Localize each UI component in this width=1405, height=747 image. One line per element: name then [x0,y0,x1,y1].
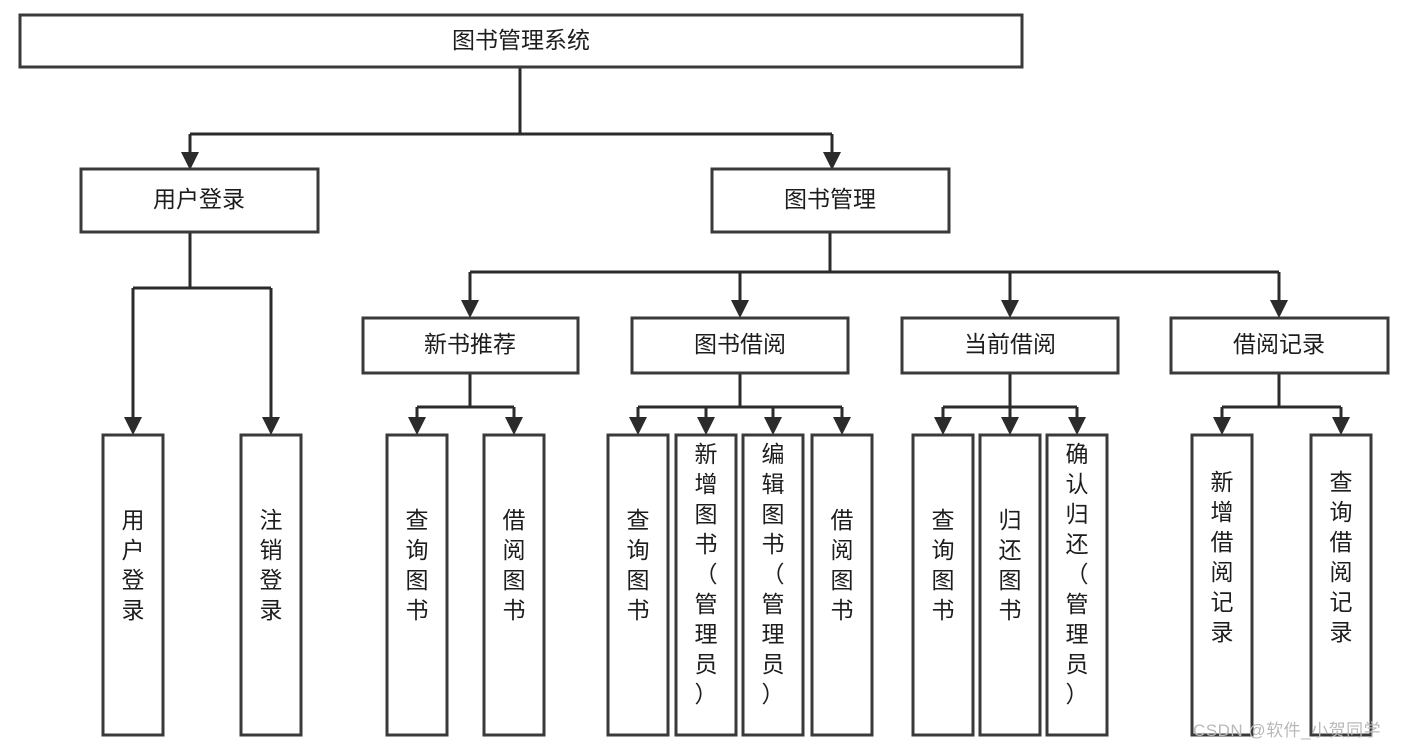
leaf-current-borrow-confirm-box[interactable] [1045,433,1109,737]
leaf-book-borrow-query[interactable]: 查询图书 [606,433,670,737]
leaf-current-borrow-query-label: 查询图书 [932,507,955,623]
leaf-book-borrow-edit-label: 编辑图书（管理员） [762,441,785,707]
node-borrow-record-box[interactable] [1169,316,1390,375]
node-book-borrow[interactable]: 图书借阅 [630,316,850,375]
node-user-login-label: 用户登录 [153,186,245,212]
leaf-new-book-query-box[interactable] [385,433,449,737]
leaf-user-login-logout-label: 注销登录 [260,507,283,623]
node-book-borrow-box[interactable] [630,316,850,375]
node-new-book-recommend-label: 新书推荐 [424,331,516,357]
leaf-user-login-logout[interactable]: 注销登录 [239,433,303,737]
node-new-book-recommend[interactable]: 新书推荐 [361,316,580,375]
connector-root-to-level2 [181,67,841,170]
leaf-book-borrow-add-label: 新增图书（管理员） [695,441,718,707]
leaf-new-book-query-label: 查询图书 [406,507,429,623]
leaf-book-borrow-add-box[interactable] [674,433,738,737]
arrow-to-book-manage [823,152,841,170]
node-current-borrow-label: 当前借阅 [964,331,1056,357]
leaf-borrow-record-add[interactable]: 新增借阅记录 [1190,433,1254,737]
leaf-current-borrow-confirm-label: 确认归还（管理员） [1066,441,1089,707]
leaf-new-book-borrow-label: 借阅图书 [503,507,526,623]
connector-new-book-to-leaves [408,373,523,435]
leaf-book-borrow-edit[interactable]: 编辑图书（管理员） [741,433,805,737]
leaf-book-borrow-borrow-box[interactable] [810,433,874,737]
leaf-user-login-login-label: 用户登录 [122,507,145,623]
leaf-current-borrow-return-box[interactable] [978,433,1042,737]
node-borrow-record[interactable]: 借阅记录 [1169,316,1390,375]
leaf-book-borrow-query-label: 查询图书 [627,507,650,623]
node-borrow-record-label: 借阅记录 [1233,331,1325,357]
leaf-new-book-borrow-box[interactable] [482,433,546,737]
leaf-borrow-record-query-label: 查询借阅记录 [1330,469,1353,645]
node-book-manage[interactable]: 图书管理 [710,167,951,234]
node-current-borrow[interactable]: 当前借阅 [900,316,1120,375]
leaf-book-borrow-add[interactable]: 新增图书（管理员） [674,433,738,737]
node-user-login-box[interactable] [79,167,320,234]
arrow-to-user-login [181,152,199,170]
leaf-borrow-record-add-box[interactable] [1190,433,1254,737]
leaf-book-borrow-borrow-label: 借阅图书 [831,507,854,623]
leaf-current-borrow-query[interactable]: 查询图书 [911,433,975,737]
leaf-book-borrow-edit-box[interactable] [741,433,805,737]
leaf-new-book-borrow[interactable]: 借阅图书 [482,433,546,737]
connector-borrow-record-to-leaves [1213,373,1350,435]
connector-user-login-to-leaves [124,232,280,435]
node-root-system-box[interactable] [18,13,1024,69]
leaf-borrow-record-add-label: 新增借阅记录 [1211,469,1234,645]
leaf-borrow-record-query-box[interactable] [1309,433,1373,737]
leaf-user-login-logout-box[interactable] [239,433,303,737]
leaf-user-login-login[interactable]: 用户登录 [101,433,165,737]
leaf-book-borrow-query-box[interactable] [606,433,670,737]
node-book-manage-box[interactable] [710,167,951,234]
node-new-book-recommend-box[interactable] [361,316,580,375]
node-book-manage-label: 图书管理 [784,186,876,212]
node-book-borrow-label: 图书借阅 [694,331,786,357]
csdn-watermark: CSDN @软件_小贺同学 [1193,721,1382,740]
leaf-borrow-record-query[interactable]: 查询借阅记录 [1309,433,1373,737]
leaf-current-borrow-return-label: 归还图书 [999,507,1022,623]
connector-book-borrow-to-leaves [629,373,851,435]
connector-book-manage-to-level3 [461,232,1288,318]
leaf-current-borrow-return[interactable]: 归还图书 [978,433,1042,737]
leaf-book-borrow-borrow[interactable]: 借阅图书 [810,433,874,737]
leaf-current-borrow-query-box[interactable] [911,433,975,737]
leaf-current-borrow-confirm[interactable]: 确认归还（管理员） [1045,433,1109,737]
node-root-system[interactable]: 图书管理系统 [18,13,1024,69]
leaf-user-login-login-box[interactable] [101,433,165,737]
node-user-login[interactable]: 用户登录 [79,167,320,234]
node-root-system-label: 图书管理系统 [452,27,590,53]
connector-current-borrow-to-leaves [934,373,1086,435]
leaf-new-book-query[interactable]: 查询图书 [385,433,449,737]
node-current-borrow-box[interactable] [900,316,1120,375]
